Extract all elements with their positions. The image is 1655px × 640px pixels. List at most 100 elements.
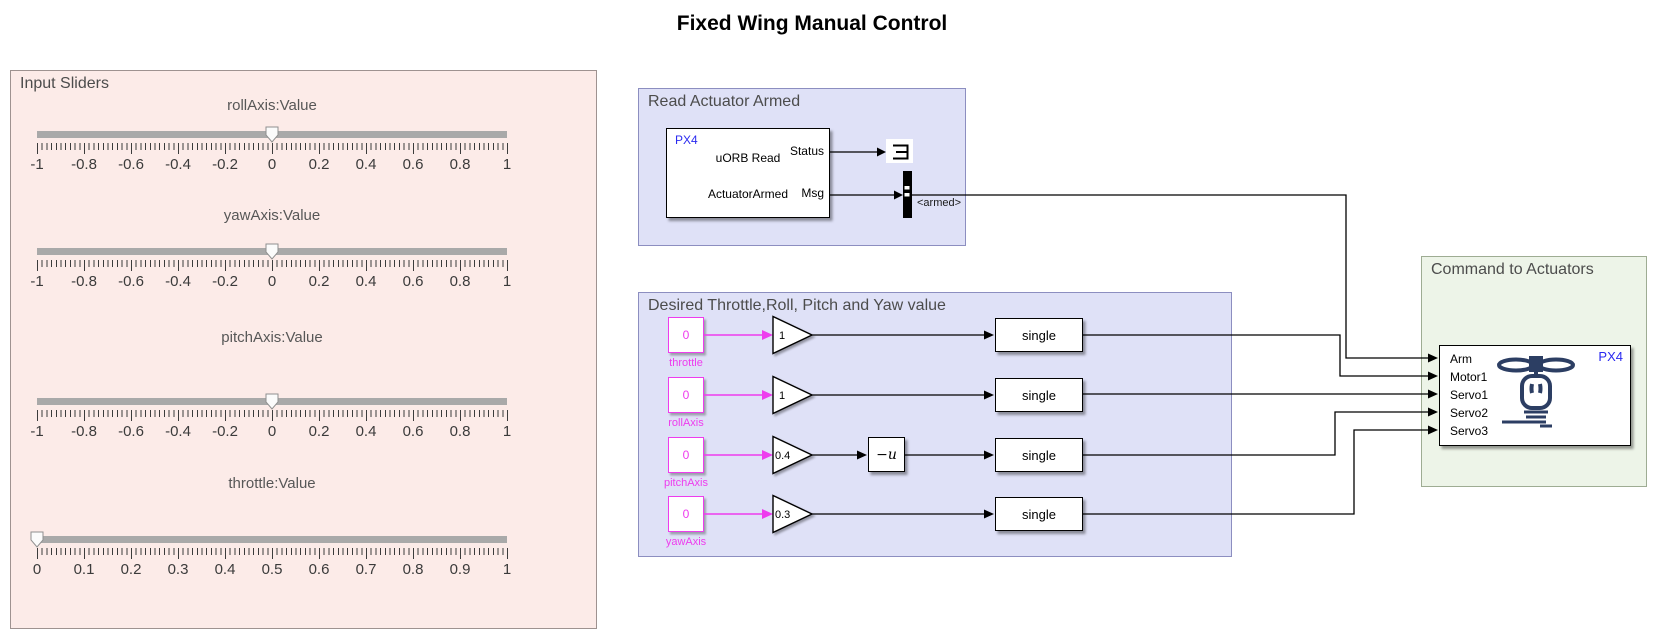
constant-name-yawaxis: yawAxis <box>665 536 707 548</box>
tick-label: 1 <box>502 273 512 290</box>
constant-name-throttle: throttle <box>669 357 703 369</box>
actuator-port-label: Motor1 <box>1450 370 1488 384</box>
tick-label: 0.3 <box>167 561 189 578</box>
cast-label: single <box>1022 506 1056 522</box>
helicopter-icon <box>1497 356 1575 428</box>
tick-label: -1 <box>30 156 44 173</box>
tick-label: 0.8 <box>402 561 424 578</box>
desired-values-title: Desired Throttle,Roll, Pitch and Yaw val… <box>648 297 946 314</box>
actuator-port-label: Servo3 <box>1450 424 1489 438</box>
tick-label: -0.2 <box>212 273 238 290</box>
constant-value: 0 <box>682 328 690 342</box>
cast-single-block-1[interactable]: single <box>995 318 1083 352</box>
tick-label: -0.4 <box>165 156 191 173</box>
tick-label: -0.4 <box>165 273 191 290</box>
unary-minus-block[interactable]: −u <box>868 437 905 472</box>
tick-label: 0.4 <box>355 156 377 173</box>
msg-port-label: Msg <box>801 186 824 200</box>
tick-label: -0.2 <box>212 156 238 173</box>
tick-label: 0.2 <box>120 561 142 578</box>
tick-label: 0.4 <box>355 273 377 290</box>
constant-name-rollaxis: rollAxis <box>668 417 704 429</box>
status-port-label: Status <box>789 144 824 158</box>
tick-label: 0.4 <box>355 423 377 440</box>
uorb-read-label: uORB Read <box>715 151 781 165</box>
tick-label: 0.8 <box>449 423 471 440</box>
input-sliders-title: Input Sliders <box>20 75 109 92</box>
tick-label: 0.1 <box>73 561 95 578</box>
constant-block-pitchaxis[interactable]: 0 <box>668 437 704 473</box>
actuator-port-label: Servo1 <box>1450 388 1489 402</box>
tick-label: 0.6 <box>402 156 424 173</box>
tick-label: 0.9 <box>449 561 471 578</box>
tick-label: 0.8 <box>449 156 471 173</box>
constant-name-pitchaxis: pitchAxis <box>663 477 709 489</box>
slider-label-rollaxis: rollAxis:Value <box>227 97 317 114</box>
unary-minus-label: −u <box>876 446 897 463</box>
tick-label: 0.2 <box>308 423 330 440</box>
slider-thumb[interactable] <box>30 531 44 548</box>
cast-label: single <box>1022 327 1056 343</box>
command-to-actuators-title: Command to Actuators <box>1431 261 1594 278</box>
uorb-read-block[interactable]: PX4 uORB Read ActuatorArmed Status Msg <box>666 128 830 218</box>
tick-label: 0 <box>32 561 42 578</box>
slider-label-pitchaxis: pitchAxis:Value <box>221 329 323 346</box>
tick-label: -0.4 <box>165 423 191 440</box>
slider-ruler <box>37 548 508 559</box>
cast-single-block-2[interactable]: single <box>995 378 1083 412</box>
slider-rollaxis[interactable]: -1 -0.8 -0.6 -0.4 -0.2 0 0.2 0.4 0.6 0.8 1 <box>30 126 511 177</box>
input-sliders-panel[interactable]: Input Sliders rollAxis:Value -1-0.8-0.6-… <box>10 70 597 629</box>
slider-thumb[interactable] <box>265 243 279 260</box>
cast-single-block-3[interactable]: single <box>995 438 1083 472</box>
tick-label: 1 <box>502 423 512 440</box>
constant-value: 0 <box>682 388 690 402</box>
slider-ruler <box>37 410 508 421</box>
slider-label-yawaxis: yawAxis:Value <box>223 207 321 224</box>
tick-label: 0 <box>267 273 277 290</box>
tick-label: 0.4 <box>214 561 236 578</box>
constant-block-rollaxis[interactable]: 0 <box>668 377 704 413</box>
tick-label: 1 <box>502 561 512 578</box>
tick-label: 0.2 <box>308 156 330 173</box>
tick-label: 0 <box>267 156 277 173</box>
constant-block-throttle[interactable]: 0 <box>668 317 704 353</box>
slider-ruler <box>37 143 508 154</box>
constant-block-yawaxis[interactable]: 0 <box>668 496 704 532</box>
tick-label: -1 <box>30 273 44 290</box>
bus-element-tag: <armed> <box>917 197 962 209</box>
actuator-port-label: Arm <box>1450 352 1472 366</box>
tick-label: -0.6 <box>118 273 144 290</box>
actuator-port-label: Servo2 <box>1450 406 1489 420</box>
tick-label: 0 <box>267 423 277 440</box>
slider-tick-labels: -1 -0.8 -0.6 -0.4 -0.2 0 0.2 0.4 0.6 0.8 1 <box>30 156 511 174</box>
cast-label: single <box>1022 387 1056 403</box>
slider-track[interactable] <box>37 536 507 543</box>
tick-label: 0.7 <box>355 561 377 578</box>
uorb-topic-label: ActuatorArmed <box>707 187 789 201</box>
tick-label: 0.2 <box>308 273 330 290</box>
constant-value: 0 <box>682 507 690 521</box>
desired-values-area: Desired Throttle,Roll, Pitch and Yaw val… <box>638 292 1232 557</box>
tick-label: 1 <box>502 156 512 173</box>
tick-label: -0.8 <box>71 156 97 173</box>
slider-ruler <box>37 260 508 271</box>
tick-label: 0.5 <box>261 561 283 578</box>
cast-single-block-4[interactable]: single <box>995 497 1083 531</box>
slider-thumb[interactable] <box>265 126 279 143</box>
slider-thumb[interactable] <box>265 393 279 410</box>
read-actuator-armed-title: Read Actuator Armed <box>648 93 801 110</box>
tick-label: -0.6 <box>118 156 144 173</box>
tick-label: -1 <box>30 423 44 440</box>
tick-label: -0.2 <box>212 423 238 440</box>
px4-vendor-tag: PX4 <box>1598 349 1623 364</box>
tick-label: -0.8 <box>71 423 97 440</box>
